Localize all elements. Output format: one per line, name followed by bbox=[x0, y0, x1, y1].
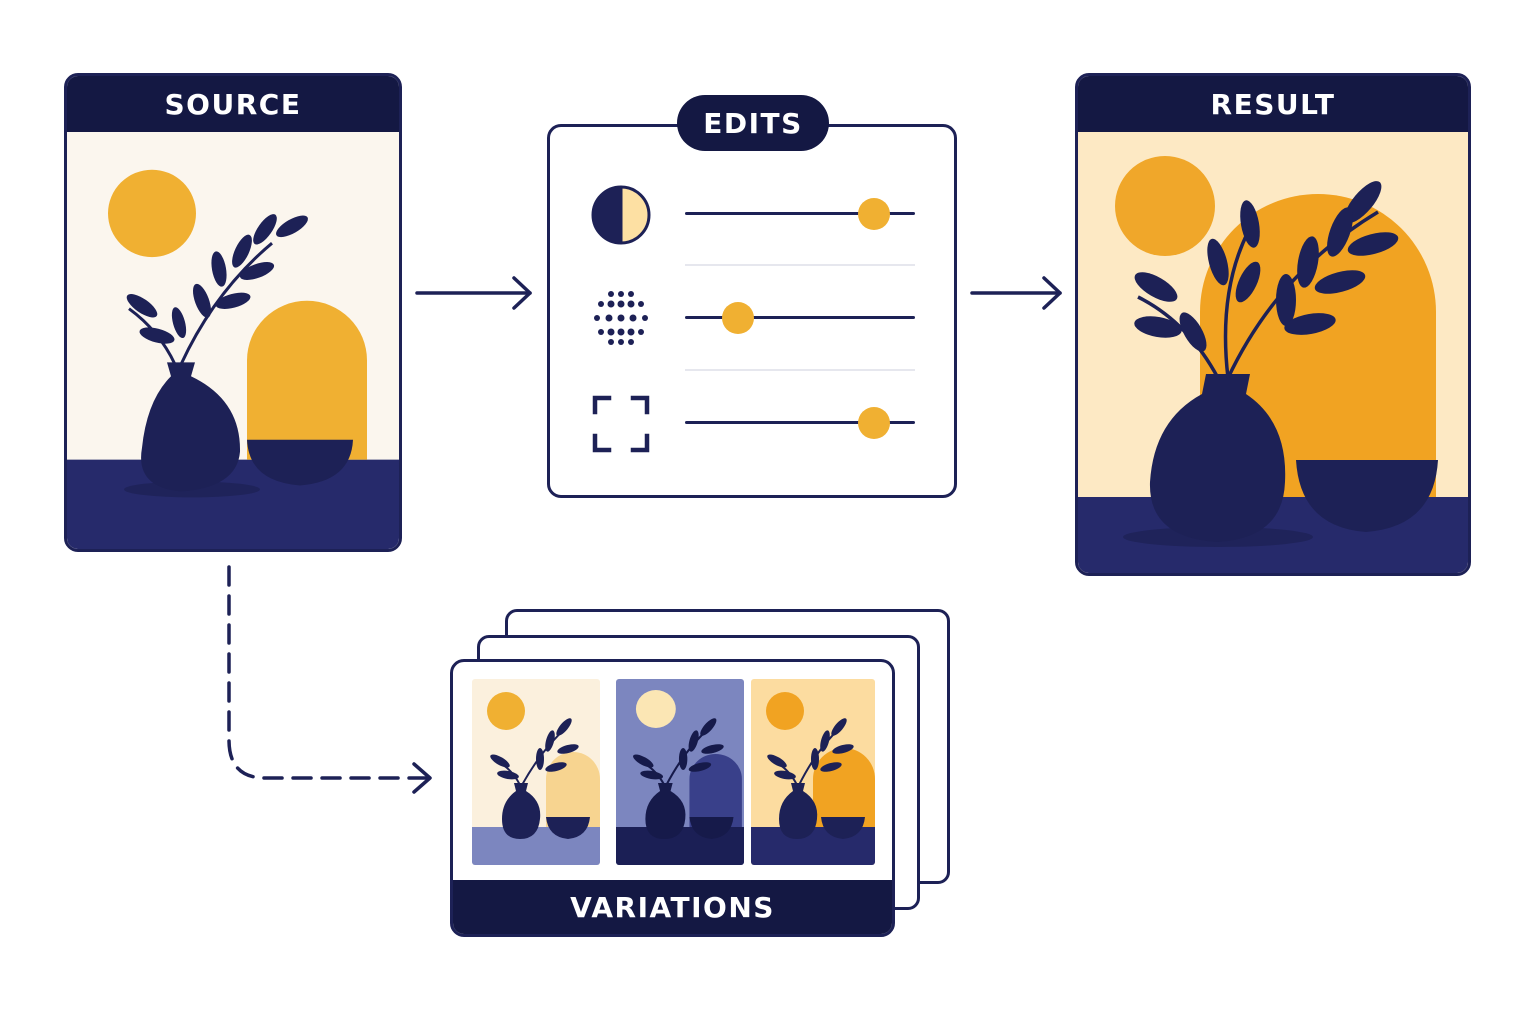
source-image bbox=[67, 132, 399, 549]
slider-thumb[interactable] bbox=[857, 407, 890, 439]
variation-thumbnail-blue[interactable] bbox=[616, 679, 744, 865]
variations-card[interactable]: VARIATIONS bbox=[450, 659, 895, 937]
crop-frame-icon[interactable] bbox=[589, 392, 653, 456]
halftone-dots-icon[interactable] bbox=[589, 286, 653, 350]
crop-slider[interactable] bbox=[685, 407, 915, 439]
brightness-slider[interactable] bbox=[685, 198, 915, 230]
result-title: RESULT bbox=[1078, 76, 1468, 132]
variation-thumbnail-light[interactable] bbox=[472, 679, 600, 865]
row-divider bbox=[685, 264, 915, 266]
source-to-variations-dashed-arrow bbox=[227, 565, 430, 780]
slider-thumb[interactable] bbox=[721, 302, 754, 334]
brightness-contrast-icon[interactable] bbox=[589, 183, 653, 247]
variations-title: VARIATIONS bbox=[453, 880, 892, 934]
source-card[interactable]: SOURCE bbox=[64, 73, 402, 552]
edits-title: EDITS bbox=[677, 95, 829, 151]
slider-track bbox=[685, 316, 915, 319]
result-card[interactable]: RESULT bbox=[1075, 73, 1471, 576]
variation-thumbnail-warm[interactable] bbox=[751, 679, 875, 865]
row-divider bbox=[685, 369, 915, 371]
slider-track bbox=[685, 212, 915, 215]
source-title: SOURCE bbox=[67, 76, 399, 132]
result-image bbox=[1078, 132, 1468, 573]
halftone-slider[interactable] bbox=[685, 302, 915, 334]
slider-track bbox=[685, 421, 915, 424]
slider-thumb[interactable] bbox=[857, 198, 890, 230]
